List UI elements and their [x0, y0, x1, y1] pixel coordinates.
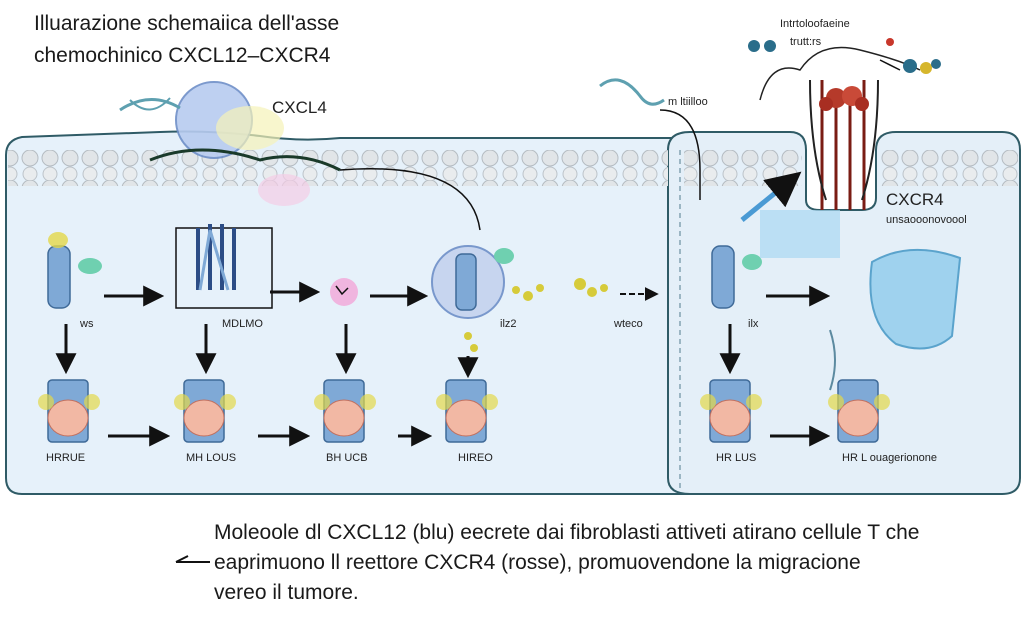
label-row2-1: HRRUE — [46, 452, 86, 464]
cxcr4-cup — [869, 249, 962, 350]
label-top-mid: m ltiilloo — [668, 96, 708, 108]
label-row2-2: MH LOUS — [186, 452, 237, 464]
caption-line2: eaprimuono ll reettore CXCR4 (rosse), pr… — [214, 551, 861, 574]
cxcl4-halo — [216, 106, 284, 150]
label-row2-6: HR L ouagerionone — [842, 452, 937, 464]
label-row1-3: ilz2 — [500, 318, 517, 330]
caption-arrow-icon — [175, 555, 210, 563]
label-cxcr4-sub: unsaooonovoool — [886, 214, 967, 226]
flow-arrows — [55, 281, 831, 447]
label-row2-3: BH UCB — [326, 452, 368, 464]
label-row1-1: ws — [80, 318, 94, 330]
label-row2-5: HR LUS — [716, 452, 757, 464]
label-cxcl4: CXCL4 — [272, 98, 327, 117]
membrane-right — [684, 150, 802, 186]
label-row1-5: ilx — [748, 318, 759, 330]
diagram-title-line1: Illuarazione schemaiica dell'asse — [34, 12, 340, 35]
top-right-structure — [748, 38, 941, 210]
caption-line3: vereo il tumore. — [214, 581, 359, 604]
row1-cells — [47, 224, 762, 352]
membrane-right2 — [880, 150, 1018, 186]
caption-line1: Moleoole dl CXCL12 (blu) eecrete dai fib… — [214, 521, 920, 544]
label-top-right-2: trutt:rs — [790, 36, 822, 48]
row2-cells — [38, 379, 890, 443]
diagram-title-line2: chemochinico CXCL12–CXCR4 — [34, 44, 331, 67]
label-row1-4: wteco — [614, 318, 643, 330]
label-top-right: Intrtoloofaeine — [780, 18, 850, 30]
caption: Moleoole dl CXCL12 (blu) eecrete dai fib… — [214, 518, 1014, 608]
label-row1-2: MDLMO — [222, 318, 263, 330]
label-cxcr4: CXCR4 — [886, 190, 944, 209]
label-row2-4: HIREO — [458, 452, 493, 464]
